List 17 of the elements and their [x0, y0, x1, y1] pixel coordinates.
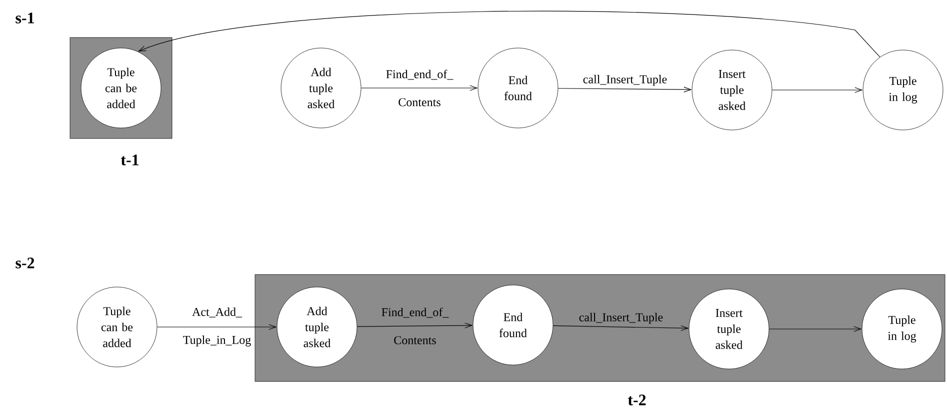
edge-label: Act_Add_ Tuple_in_Log [183, 308, 251, 346]
box-label: t-2 [628, 394, 646, 406]
arrow [768, 326, 862, 332]
edge-label: Find_end_of_ Contents [386, 70, 454, 106]
arrow [138, 10, 880, 58]
arrow [356, 322, 473, 328]
edge-label: Find_end_of_ Contents [382, 308, 449, 344]
arrow [156, 324, 277, 330]
section-label: s-2 [16, 258, 34, 268]
arrow [360, 85, 478, 91]
box-label: t-1 [120, 154, 138, 166]
edge-label: call_Insert_Tuple [583, 74, 667, 86]
section-label: s-1 [16, 12, 34, 24]
edge-label: call_Insert_Tuple [579, 312, 663, 324]
arrow [558, 86, 692, 92]
arrow [552, 325, 689, 331]
arrow [772, 87, 863, 93]
